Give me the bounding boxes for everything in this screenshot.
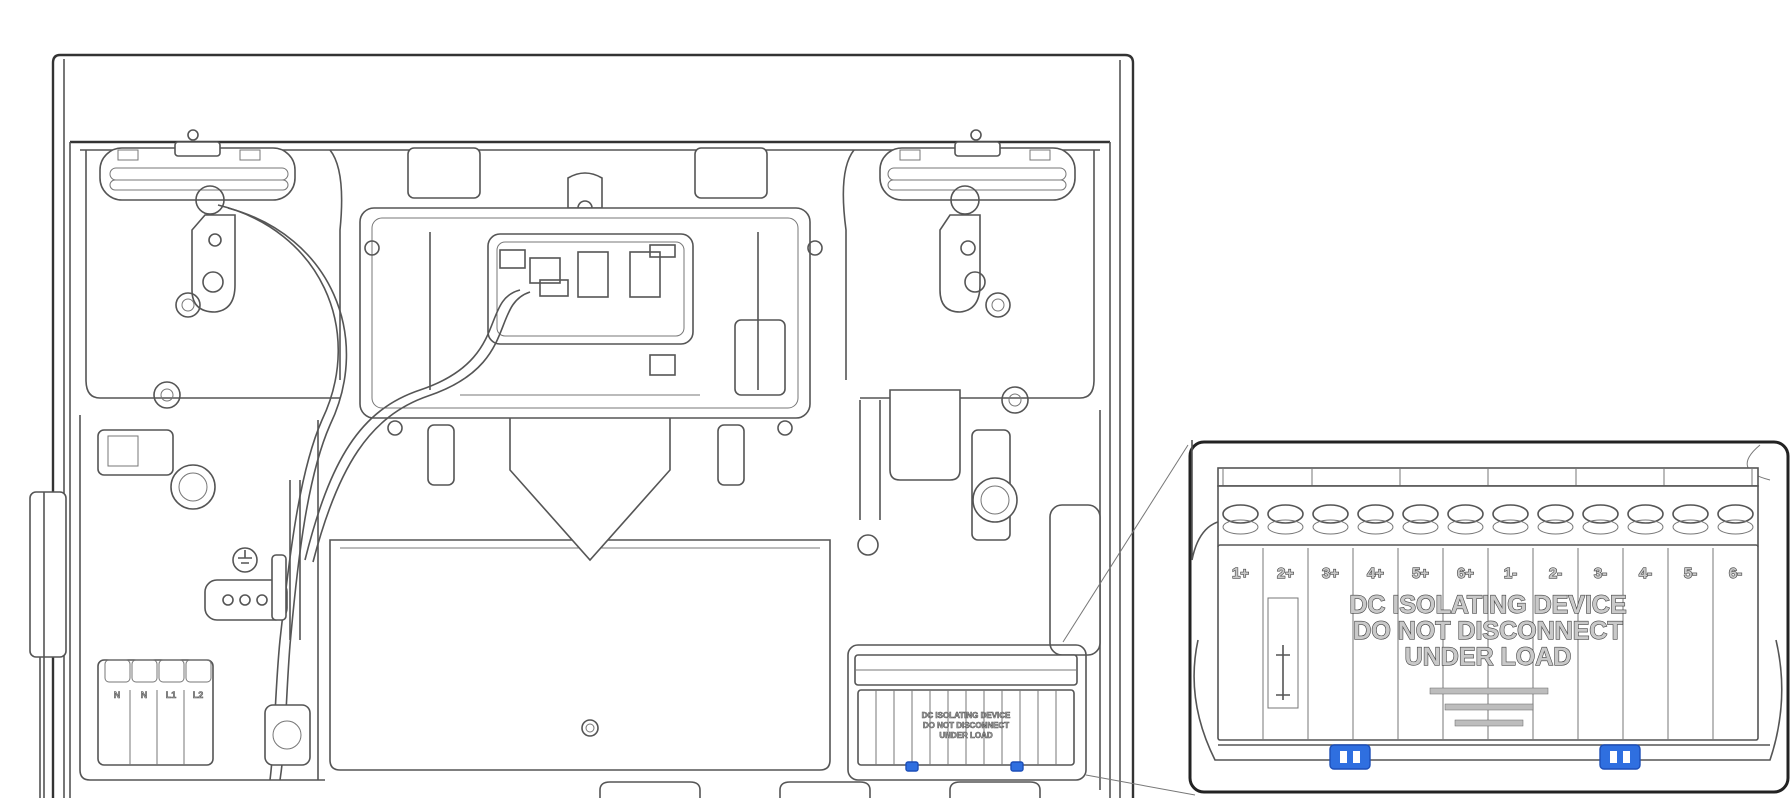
terminal-label-6+: 6+ — [1457, 565, 1474, 582]
zoom-leader-top — [1062, 444, 1189, 643]
latch-left — [1329, 744, 1371, 770]
terminal-screw-11 — [1672, 504, 1709, 524]
terminal-screw-base-11 — [1672, 519, 1709, 535]
zoom-leader-bottom — [1085, 774, 1196, 796]
ac-label-l2: L2 — [193, 690, 204, 700]
terminal-screw-base-3 — [1312, 519, 1349, 535]
terminal-screws — [1222, 504, 1754, 535]
terminal-screw-base-7 — [1492, 519, 1529, 535]
ground-bar — [204, 579, 288, 621]
zoom-inset: 1+ 2+ 3+ 4+ 5+ 6+ 1- 2- 3- 4- 5- 6- DC ISOLATING DE… — [1188, 440, 1790, 794]
terminal-screw-base-4 — [1357, 519, 1394, 535]
enclosure-body — [29, 53, 1135, 798]
terminal-label-5+: 5+ — [1412, 565, 1429, 582]
terminal-screw-base-5 — [1402, 519, 1439, 535]
terminal-label-6-: 6- — [1729, 565, 1742, 582]
terminal-screw-2 — [1267, 504, 1304, 524]
terminal-label-4-: 4- — [1639, 565, 1652, 582]
terminal-screw-1 — [1222, 504, 1259, 524]
ac-terminal-block: N N L1 L2 — [97, 659, 214, 766]
left-components — [97, 429, 311, 766]
ac-label-n2: N — [141, 690, 148, 700]
small-latch-right — [1010, 761, 1024, 772]
latch-right — [1599, 744, 1641, 770]
left-bracket — [153, 214, 236, 409]
terminal-screw-5 — [1402, 504, 1439, 524]
side-latch — [29, 491, 67, 658]
terminal-screw-6 — [1447, 504, 1484, 524]
terminal-screw-base-1 — [1222, 519, 1259, 535]
terminal-label-5-: 5- — [1684, 565, 1697, 582]
cables — [217, 204, 531, 781]
terminal-label-3+: 3+ — [1322, 565, 1339, 582]
left-handle — [99, 129, 296, 215]
small-warning-line-3: UNDER LOAD — [939, 731, 993, 740]
right-components — [857, 389, 1101, 656]
wire-spec-label — [1429, 687, 1549, 727]
right-bracket — [939, 214, 1029, 414]
ground-icon — [232, 547, 258, 573]
dc-terminal-block-small: DC ISOLATING DEVICE DO NOT DISCONNECT UN… — [847, 644, 1087, 781]
small-latch-left — [905, 761, 919, 772]
terminal-screw-7 — [1492, 504, 1529, 524]
cable-gland — [264, 704, 311, 766]
terminal-screw-base-2 — [1267, 519, 1304, 535]
center-cone — [509, 397, 671, 562]
terminal-label-2+: 2+ — [1277, 565, 1294, 582]
small-warning-line-2: DO NOT DISCONNECT — [923, 721, 1009, 730]
right-handle — [879, 129, 1076, 215]
small-warning-line-1: DC ISOLATING DEVICE — [922, 711, 1011, 720]
warning-line-1: DC ISOLATING DEVICE — [1349, 591, 1626, 619]
terminal-label-2-: 2- — [1549, 565, 1562, 582]
top-module — [359, 147, 823, 486]
terminal-screw-base-10 — [1627, 519, 1664, 535]
terminal-screw-base-9 — [1582, 519, 1619, 535]
terminal-label-1-: 1- — [1504, 565, 1517, 582]
terminal-label-3-: 3- — [1594, 565, 1607, 582]
terminal-screw-base-6 — [1447, 519, 1484, 535]
terminal-screw-9 — [1582, 504, 1619, 524]
ac-label-l1: L1 — [166, 690, 177, 700]
terminal-screw-4 — [1357, 504, 1394, 524]
pcb — [487, 233, 694, 345]
terminal-screw-10 — [1627, 504, 1664, 524]
terminal-screw-base-12 — [1717, 519, 1754, 535]
ac-label-n1: N — [114, 690, 121, 700]
terminal-screw-3 — [1312, 504, 1349, 524]
terminal-label-4+: 4+ — [1367, 565, 1384, 582]
terminal-screw-12 — [1717, 504, 1754, 524]
terminal-screw-8 — [1537, 504, 1574, 524]
terminal-label-1+: 1+ — [1232, 565, 1249, 582]
warning-line-2: DO NOT DISCONNECT — [1353, 617, 1622, 645]
terminal-screw-base-8 — [1537, 519, 1574, 535]
warning-line-3: UNDER LOAD — [1405, 643, 1572, 671]
wire-strip-gauge — [1267, 597, 1299, 709]
